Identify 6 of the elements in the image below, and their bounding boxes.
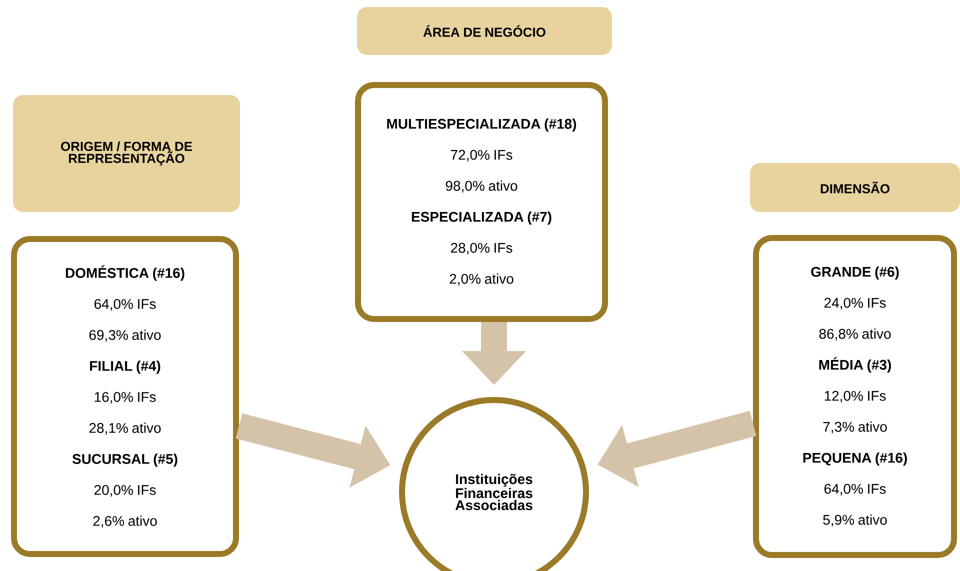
category-box: MULTIESPECIALIZADA (#18) 72,0% IFs 98,0% ativo ESPECIALIZADA (#7) 28,0% IFs 2,0% ativo bbox=[355, 82, 608, 322]
header-box: ORIGEM / FORMA DE REPRESENTAÇÃO bbox=[13, 95, 240, 212]
header-box: ÁREA DE NEGÓCIO bbox=[357, 7, 612, 55]
category-box: GRANDE (#6) 24,0% IFs 86,8% ativo MÉDIA (#3) 12,0% IFs 7,3% ativo PEQUENA (#16) 64,0% IFs 5,9% ativo bbox=[753, 235, 957, 558]
header-box: DIMENSÃO bbox=[750, 163, 960, 212]
category-box: DOMÉSTICA (#16) 64,0% IFs 69,3% ativo FILIAL (#4) 16,0% IFs 28,1% ativo SUCURSAL (#5) 20,0% IFs 2,6% ativo bbox=[11, 236, 239, 557]
